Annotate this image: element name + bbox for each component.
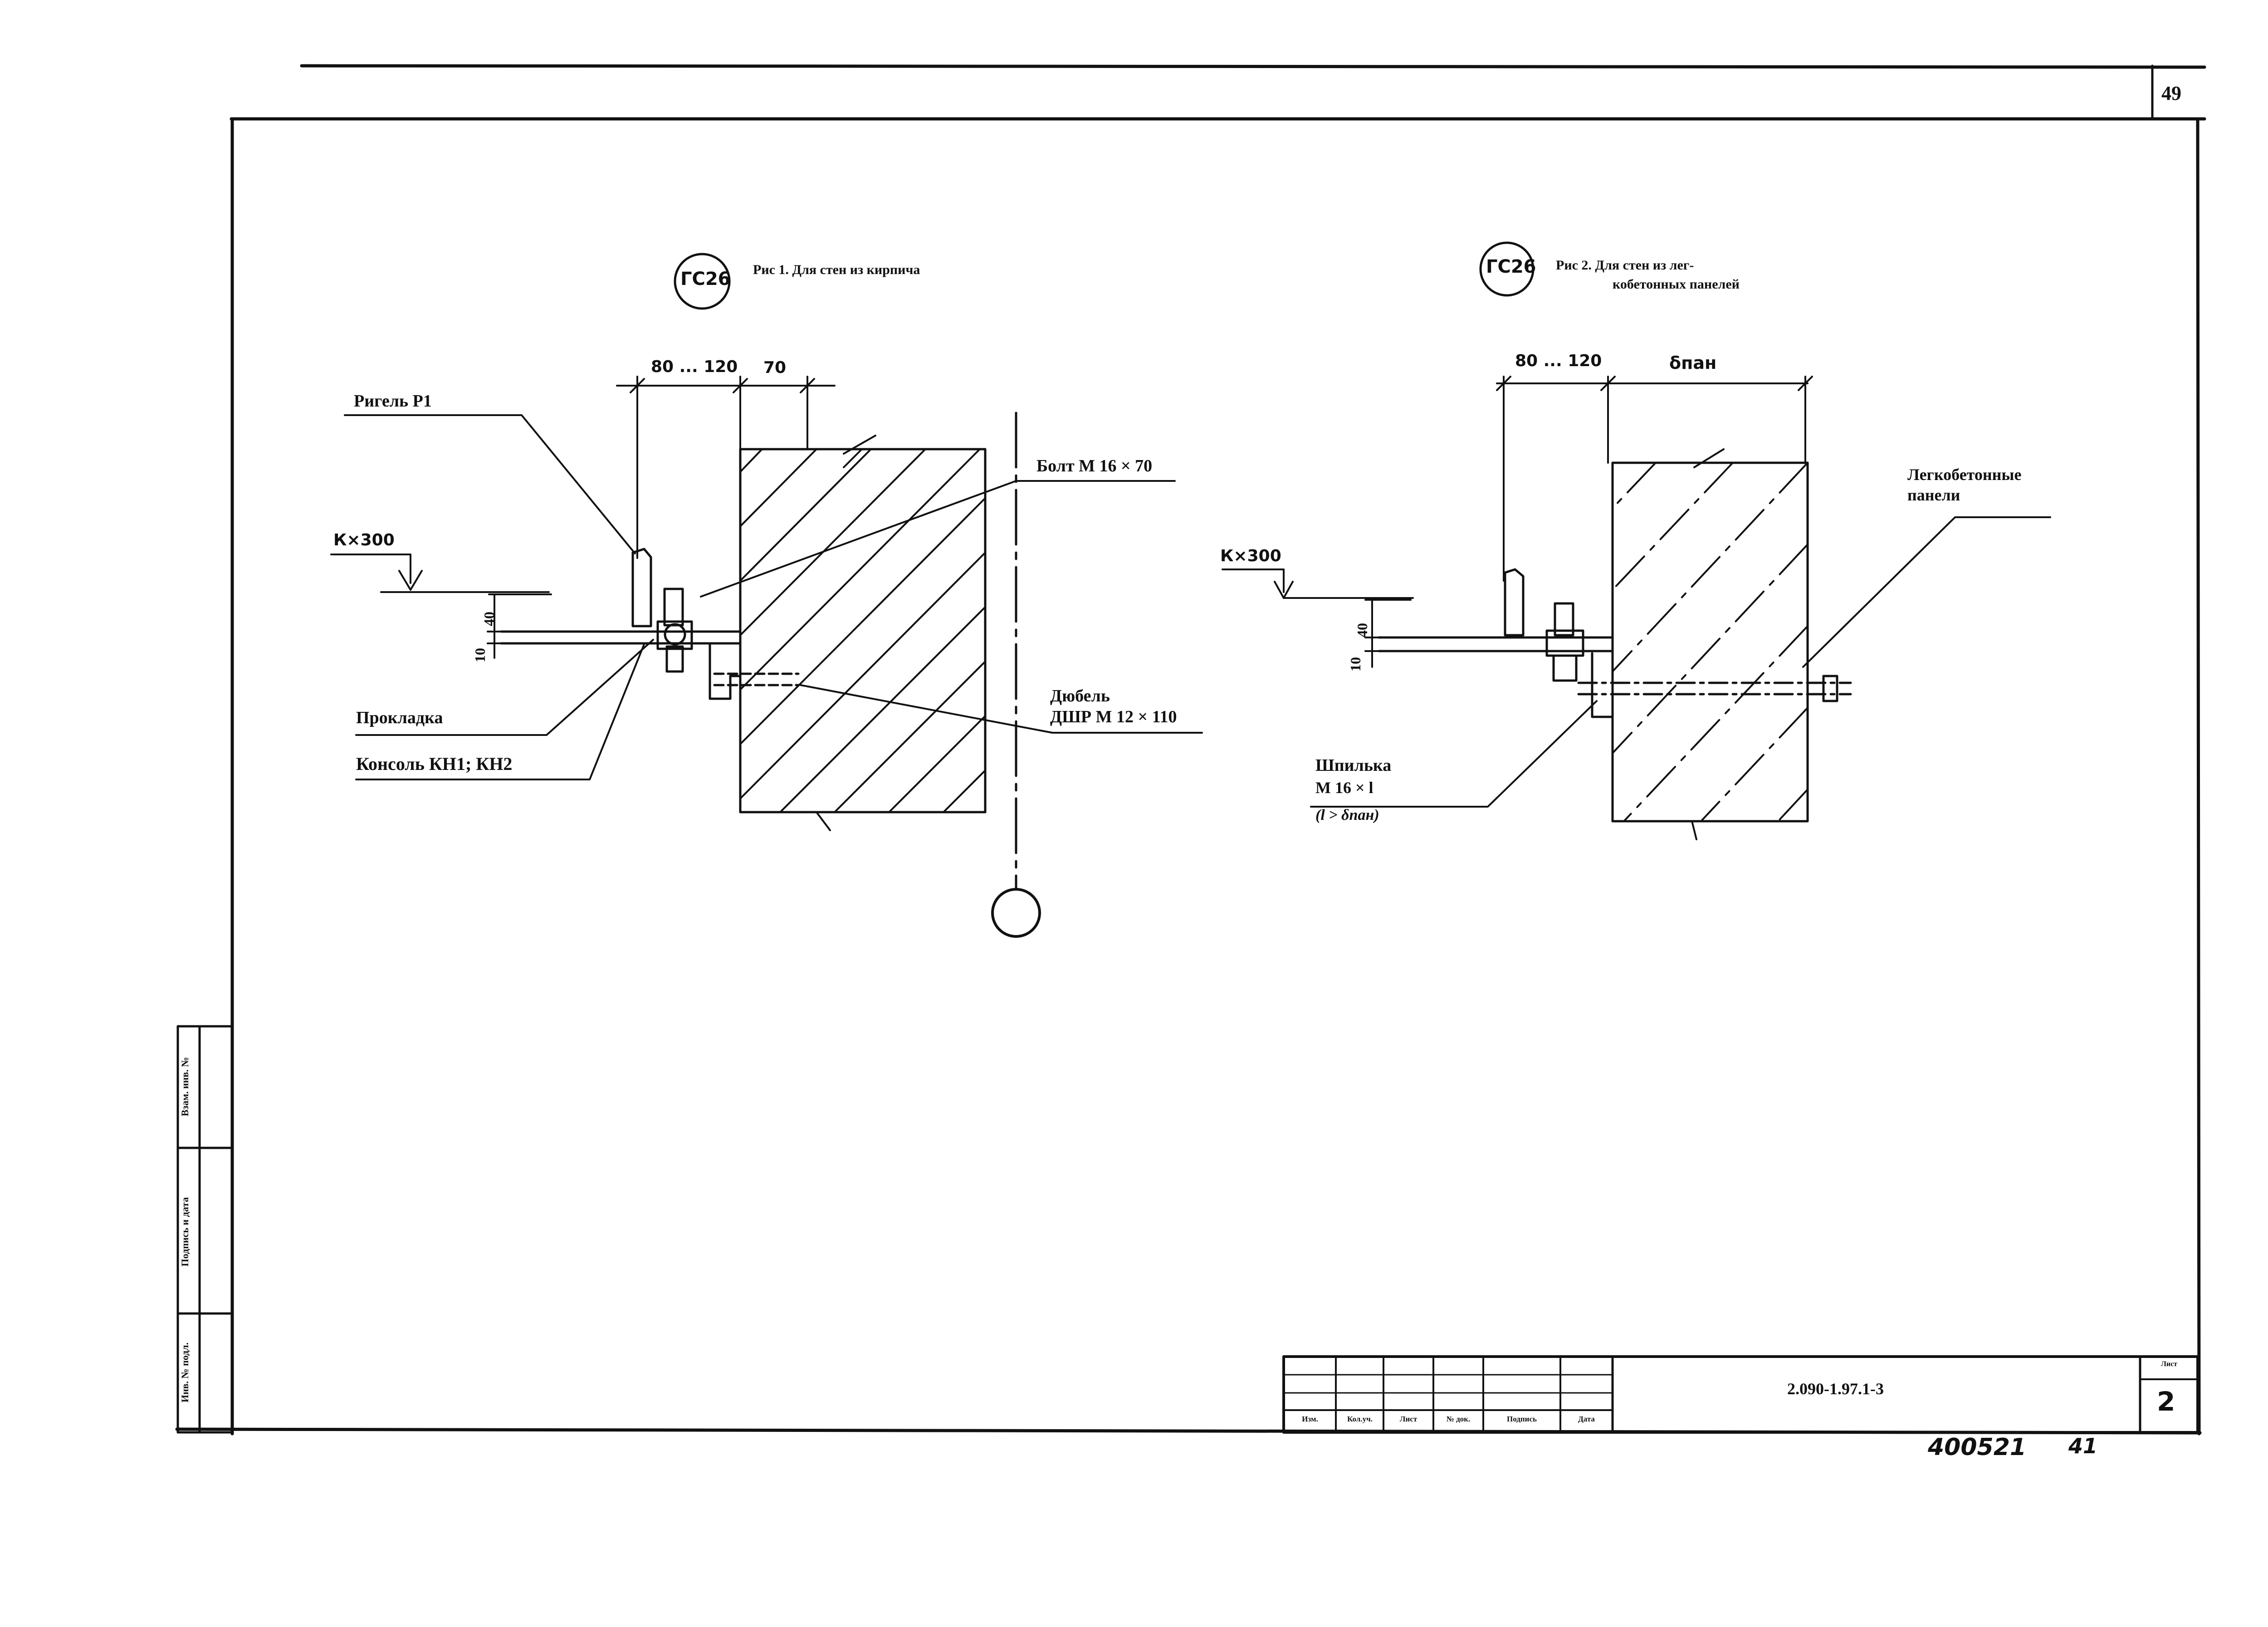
figure1-bolt bbox=[656, 588, 693, 673]
inventory-suffix: 41 bbox=[2068, 1434, 2098, 1458]
title-col-kol-uch: Кол.уч. bbox=[1347, 1415, 1373, 1423]
sheet-top-edge bbox=[300, 64, 2206, 69]
figure2-dim-10: 10 bbox=[1347, 657, 1364, 671]
figure1-brick-wall bbox=[739, 448, 987, 814]
document-code: 2.090-1.97.1-3 bbox=[1787, 1380, 1884, 1398]
figure2-leader-lines bbox=[1310, 516, 2051, 808]
figure1-level-mark bbox=[330, 554, 550, 593]
figure2-wall-break bbox=[1691, 448, 1725, 840]
figure1-dim-10: 10 bbox=[472, 648, 488, 662]
figure1-dimension-lines bbox=[487, 376, 836, 659]
figure2-bolt bbox=[1545, 602, 1584, 682]
figure1-label-console: Консоль КН1; КН2 bbox=[356, 754, 513, 774]
sheet-number: 2 bbox=[2157, 1386, 2175, 1417]
figure2-dim-panel-thickness: δпан bbox=[1669, 353, 1717, 373]
inventory-number: 400521 bbox=[1928, 1434, 2027, 1461]
title-col-signature: Подпись bbox=[1507, 1415, 1537, 1423]
figure2-label-panel-line2: панели bbox=[1907, 486, 1960, 504]
figure2-dimension-lines bbox=[1364, 376, 1813, 668]
figure2-level-mark: К×300 bbox=[1220, 547, 1281, 565]
title-col-izm: Изм. bbox=[1302, 1415, 1318, 1423]
figure2-panel-hatch bbox=[1612, 462, 1809, 822]
stamp-signature-date: Подпись и дата bbox=[179, 1197, 191, 1267]
figure2-dim-40: 40 bbox=[1354, 623, 1370, 637]
page-number-top: 49 bbox=[2161, 82, 2181, 104]
figure1-console bbox=[709, 643, 800, 700]
title-col-list: Лист bbox=[1399, 1415, 1418, 1423]
figure1-level-mark: К×300 bbox=[333, 531, 395, 549]
figure1-axis-bubble bbox=[991, 888, 1041, 938]
title-col-doc-no: № док. bbox=[1446, 1415, 1471, 1423]
figure2-stud bbox=[1577, 675, 1852, 702]
figure1-wall-break bbox=[816, 435, 876, 831]
figure2-label-stud-spec: М 16 × l bbox=[1315, 779, 1374, 797]
figure2-mark: ГС26 bbox=[1486, 256, 1536, 277]
figure2-panel-wall bbox=[1611, 461, 1809, 823]
figure1-label-dowel-spec: ДШР М 12 × 110 bbox=[1050, 707, 1177, 726]
figure2-level-mark bbox=[1222, 568, 1414, 599]
figure1-mark: ГС26 bbox=[680, 269, 731, 289]
sheet-label: Лист bbox=[2160, 1360, 2178, 1368]
title-col-date: Дата bbox=[1578, 1415, 1595, 1423]
figure2-caption-line1: Рис 2. Для стен из лег- bbox=[1556, 258, 1694, 273]
figure1-caption: Рис 1. Для стен из кирпича bbox=[753, 262, 920, 277]
figure2-label-panel: Легкобетонные bbox=[1907, 466, 2022, 484]
stamp-original-inv: Инв. № подл. bbox=[179, 1342, 191, 1403]
figure2-console bbox=[1591, 652, 1614, 718]
figure1-dim-80-120: 80 ... 120 bbox=[651, 358, 738, 376]
figure2-rigel-beam bbox=[1378, 568, 1614, 652]
figure1-mark-circle bbox=[674, 253, 731, 310]
figure1-label-dowel: Дюбель bbox=[1050, 686, 1110, 706]
figure1-label-bolt: Болт М 16 × 70 bbox=[1036, 456, 1153, 475]
figure1-leader-lines bbox=[344, 414, 1203, 780]
figure1-rigel-beam bbox=[500, 548, 742, 645]
figure2-label-stud: Шпилька bbox=[1315, 756, 1392, 775]
figure2-caption-line2: кобетонных панелей bbox=[1613, 277, 1740, 292]
figure1-label-rigel: Ригель Р1 bbox=[354, 392, 432, 411]
drawing-frame bbox=[175, 117, 2206, 1436]
figure1-dim-40: 40 bbox=[481, 612, 497, 626]
figure2-mark-circle bbox=[1479, 241, 1535, 297]
title-block-grid bbox=[1282, 1355, 2199, 1434]
figure1-brick-hatch bbox=[739, 448, 986, 813]
figure2-dim-80-120: 80 ... 120 bbox=[1515, 352, 1602, 370]
side-stamp-box bbox=[176, 1025, 234, 1434]
figure2-label-stud-condition: (l > δпан) bbox=[1315, 807, 1379, 823]
stamp-replaced-inv: Взам. инв. № bbox=[179, 1057, 191, 1117]
figure1-dim-70: 70 bbox=[763, 358, 787, 377]
figure1-label-gasket: Прокладка bbox=[356, 708, 443, 727]
